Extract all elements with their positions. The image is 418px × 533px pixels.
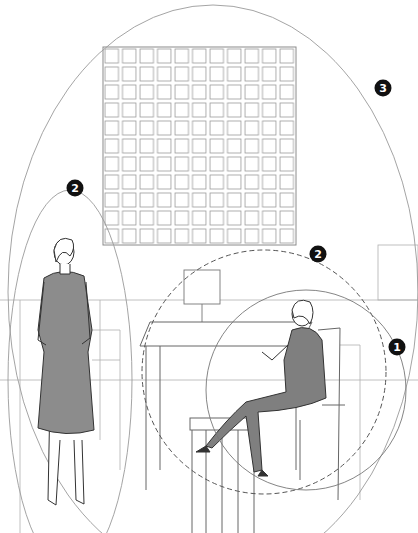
callout-number: 2 bbox=[67, 180, 84, 197]
zone-ellipse bbox=[8, 5, 418, 533]
zone-circle-dashed bbox=[142, 250, 386, 494]
window-grid bbox=[103, 47, 296, 245]
callout-number: 3 bbox=[375, 80, 392, 97]
callout-number: 1 bbox=[389, 339, 406, 356]
seated-woman bbox=[196, 300, 326, 476]
zone-ellipse bbox=[8, 190, 132, 533]
standing-woman bbox=[38, 238, 94, 505]
zone-circle bbox=[206, 290, 406, 490]
lamp bbox=[184, 270, 220, 322]
callout-number: 2 bbox=[310, 246, 327, 263]
room-lines bbox=[0, 245, 418, 533]
